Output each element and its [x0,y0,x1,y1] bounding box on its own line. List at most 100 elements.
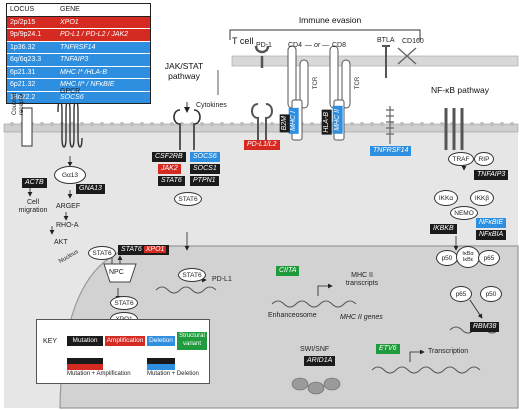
nucleosome-icon [291,377,341,395]
gene-cell: SOCS6 [60,93,84,101]
cytokines-label: Cytokines [196,102,227,109]
mhc2-tag: MHC II [333,106,343,134]
btla-receptor-icon [382,45,390,78]
argef-label: ARGEF [56,203,81,210]
b2m-tag: B2M [280,114,290,133]
tnfrsf14-receptor-icon [386,106,394,144]
transcription-label: Transcription [428,348,469,355]
p65-node: p65 [478,250,500,266]
mhc1-tag: MHC I [289,108,299,134]
locus-column-header: LOCUS [10,6,35,14]
dna-pdl1 [155,286,217,294]
gene-cell: MHC II* / NFκBIE [60,81,115,89]
npc-label: NPC [109,269,124,276]
locus-cell: 6p21.32 [10,81,36,89]
legend-deletion: Deletion [147,336,175,346]
stat6-node-2: STAT6 [110,296,138,310]
legend-title: KEY [43,338,58,345]
tcr-icon-2 [341,59,351,109]
gene-cell: MHC I* /HLA-B [60,68,108,76]
stat6-node-nuclear: STAT6 [178,268,206,282]
pdl1-tag: PD-L1/L2 [244,140,280,150]
pdl1-gene-label: PD-L1 [212,276,232,283]
immune-evasion-bracket [229,29,421,40]
ikba-label: IκBα [462,251,474,257]
mhc-transcripts-label: MHC II transcripts [345,272,379,287]
locus-row: 6q/6q23.3 TNFAIP3 [7,53,150,66]
immune-evasion-title: Immune evasion [298,15,362,25]
ikbe-label: IκBε [462,257,474,263]
legend: KEY Mutation Amplification Deletion Stru… [36,319,210,384]
legend-mut-del-swatch-top [147,358,175,364]
socs1-tag: SOCS1 [190,164,220,174]
etv6-tag: ETV6 [376,344,400,354]
pdl1-ligand-icon [251,103,273,140]
gene-cell: PD-L1 / PD-L2 / JAK2 [60,31,129,39]
legend-mut-del-label: Mutation + Deletion [147,371,199,377]
locus-cell: 1p36.32 [10,43,36,51]
tcr-label: TCR [313,76,320,90]
t-cell-membrane [231,55,519,67]
tnfrsf14-tag: TNFRSF14 [370,146,412,156]
locus-cell: 9p/9p24.1 [10,31,42,39]
gene-cell: TNFRSF14 [60,43,96,51]
locus-table-header: LOCUS GENE [7,4,150,17]
traf-node: TRAF [448,152,474,166]
cell-migration-label: Cell migration [18,199,48,215]
stat6-node-jak: STAT6 [174,192,202,206]
cd8-receptor-icon [329,45,339,109]
cytokine-receptor-icon [173,109,201,150]
stat6-xpo1-stat6: STAT6 [121,246,142,253]
nemo-node: NEMO [450,206,478,220]
actb-tag: ACTB [22,178,47,188]
cd4-label: CD4 [288,42,303,49]
legend-mut-amp-label: Mutation + Amplification [67,371,131,377]
tcr-icon [299,59,309,109]
legend-structural-variant: Structural variant [177,332,207,350]
cd160-label: CD160 [402,38,424,45]
arid1a-tag: ARID1A [304,356,336,366]
pd1-receptor-icon [254,45,270,68]
ptpn1-tag: PTPN1 [190,176,219,186]
swi-snf-label: SWI/SNF [300,346,330,353]
coupled-receptor-label: Coupled receptor [12,92,25,115]
ciita-tag: CIITA [276,266,300,276]
legend-mut-amp-swatch-bottom [67,364,103,370]
btla-label: BTLA [377,37,395,44]
locus-row: 18q22.2 SOCS6 [7,90,150,103]
p50-node-nuclear: p50 [480,286,502,302]
ikbkb-tag: IKBKB [430,224,457,234]
gene-column-header: GENE [60,6,80,14]
cd4-receptor-icon [287,45,297,109]
legend-mutation: Mutation [67,336,103,346]
p50-node: p50 [436,250,458,266]
pd1-label: PD-1 [256,42,272,49]
nfkbie-tag: NFκBIE [476,218,507,228]
enhanceosome-label: Enhanceosome [268,312,317,319]
locus-cell: 18q22.2 [10,93,36,101]
p65-node-nuclear: p65 [450,286,472,302]
locus-cell: 6q/6q23.3 [10,56,42,64]
jak2-tag: JAK2 [158,164,181,174]
locus-row: 1p36.32 TNFRSF14 [7,40,150,53]
jak-stat-title: JAK/STAT pathway [164,61,204,81]
dna-mhc [271,300,357,308]
nfkb-receptor-icon [444,108,464,150]
gna13-tag: GNA13 [76,184,105,194]
ikka-node: IKKα [434,190,458,206]
cd160-receptor-icon [397,47,417,65]
t-cell-title: T cell [232,36,254,46]
rhoa-label: RHO-A [56,222,79,229]
tcr-label-2: TCR [355,76,362,90]
ikkb-node: IKKβ [470,190,494,206]
gene-cell: TNFAIP3 [60,56,89,64]
galpha13-node: Gα13 [54,166,86,184]
mhc-genes-label: MHC II genes [340,314,383,321]
coupled-receptor-icon [21,107,33,147]
gpcr-label: GPCR [60,88,81,95]
dna-transcription [371,366,481,374]
nfkbia-tag: NFκBIA [476,230,507,240]
gene-cell: XPO1 [60,18,79,26]
stat6-xpo1-xpo1: XPO1 [143,246,167,253]
